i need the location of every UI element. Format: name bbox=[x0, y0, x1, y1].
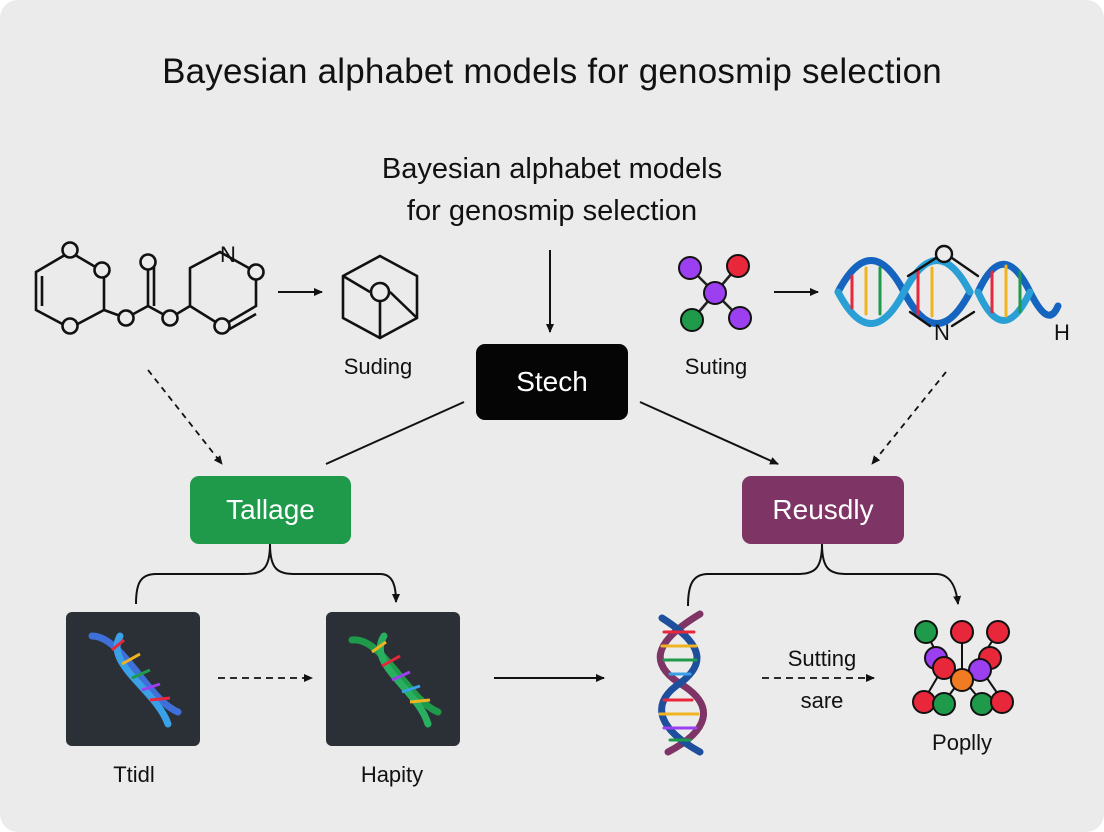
ttidl-label: Ttidl bbox=[113, 762, 155, 787]
suting-label: Suting bbox=[684, 354, 748, 379]
poplly-label: Poplly bbox=[932, 730, 992, 755]
hexagon-molecule-icon bbox=[341, 254, 419, 340]
vertical-dna-icon bbox=[656, 610, 707, 756]
center-heading-line-1: Bayesian alphabet models bbox=[381, 153, 723, 185]
atom-n-label: N bbox=[220, 242, 236, 267]
edge-label: Sutting sare bbox=[762, 638, 882, 722]
network-molecule-icon bbox=[678, 254, 752, 332]
tallage-node[interactable]: Tallage bbox=[190, 476, 351, 544]
ring-molecule-icon bbox=[34, 241, 265, 335]
population-network-icon bbox=[912, 620, 1014, 716]
helix-h-label: H bbox=[1054, 320, 1070, 345]
dna-tile-1-icon bbox=[66, 612, 200, 746]
edge-label-line-1: Sutting bbox=[787, 646, 857, 671]
stech-node[interactable]: Stech bbox=[476, 344, 628, 420]
diagram-title: Bayesian alphabet models for genosmip se… bbox=[162, 52, 942, 91]
suding-label: Suding bbox=[343, 354, 413, 379]
dna-tile-2-icon bbox=[326, 612, 460, 746]
helix-n-label: N bbox=[934, 320, 950, 345]
center-heading: Bayesian alphabet models for genosmip se… bbox=[302, 148, 802, 232]
hapity-label: Hapity bbox=[360, 762, 424, 787]
center-heading-line-2: for genosmip selection bbox=[406, 195, 698, 227]
dna-helix-icon bbox=[834, 244, 1062, 328]
edge-label-line-2: sare bbox=[800, 688, 844, 713]
reusdly-node[interactable]: Reusdly bbox=[742, 476, 904, 544]
